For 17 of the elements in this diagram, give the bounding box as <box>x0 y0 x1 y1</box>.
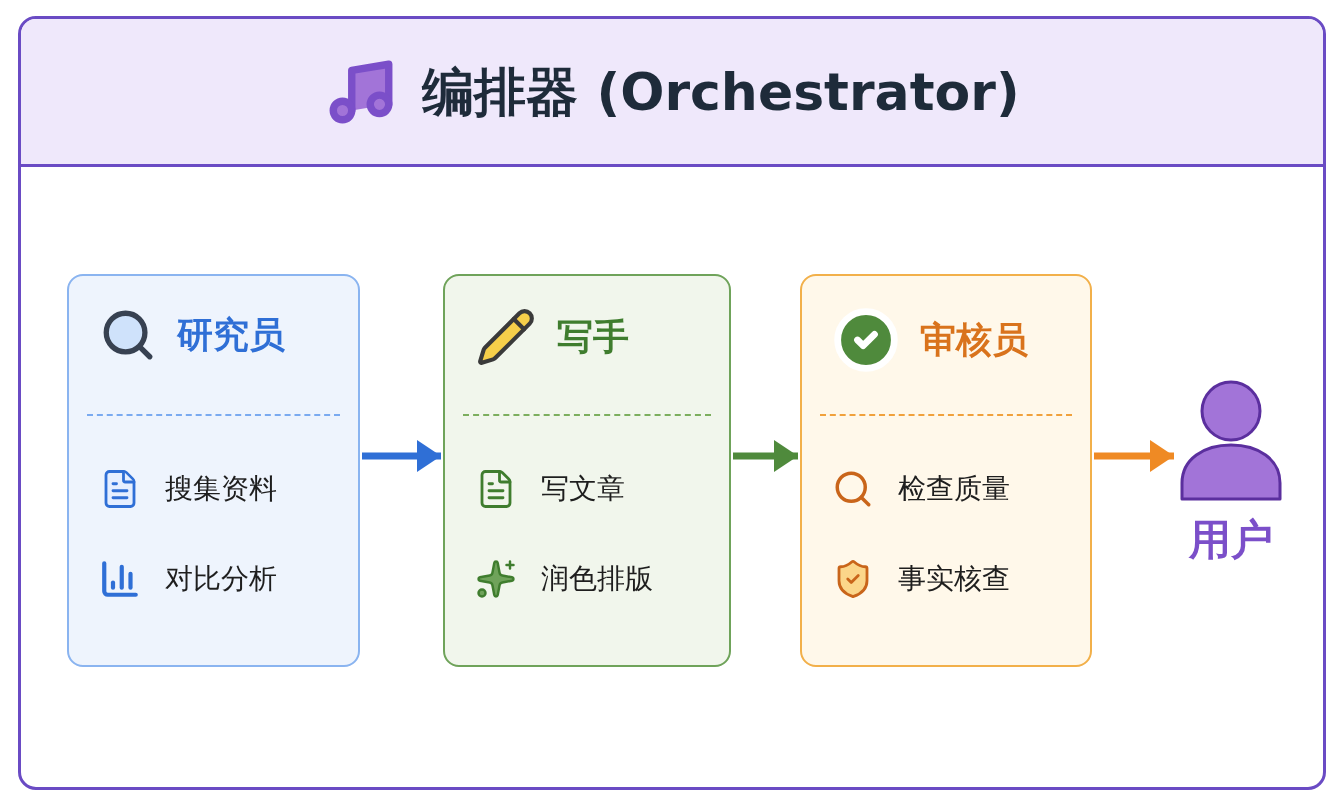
task-text: 对比分析 <box>165 561 277 597</box>
task-text: 润色排版 <box>541 561 653 597</box>
task-text: 搜集资料 <box>165 471 277 507</box>
user-label: 用户 <box>1189 519 1273 561</box>
arrow <box>362 440 441 472</box>
task-text: 写文章 <box>541 471 625 507</box>
card-title: 写手 <box>557 315 629 359</box>
task-text: 事实核查 <box>898 561 1010 597</box>
agent-card <box>67 274 360 667</box>
arrow <box>733 440 798 472</box>
orchestrator-panel <box>18 16 1326 790</box>
card-title: 研究员 <box>177 313 285 357</box>
panel-title: 编排器 (Orchestrator) <box>422 60 1020 124</box>
task-text: 检查质量 <box>898 471 1010 507</box>
agent-card <box>800 274 1092 667</box>
card-title: 审核员 <box>920 318 1028 362</box>
agent-card <box>443 274 731 667</box>
